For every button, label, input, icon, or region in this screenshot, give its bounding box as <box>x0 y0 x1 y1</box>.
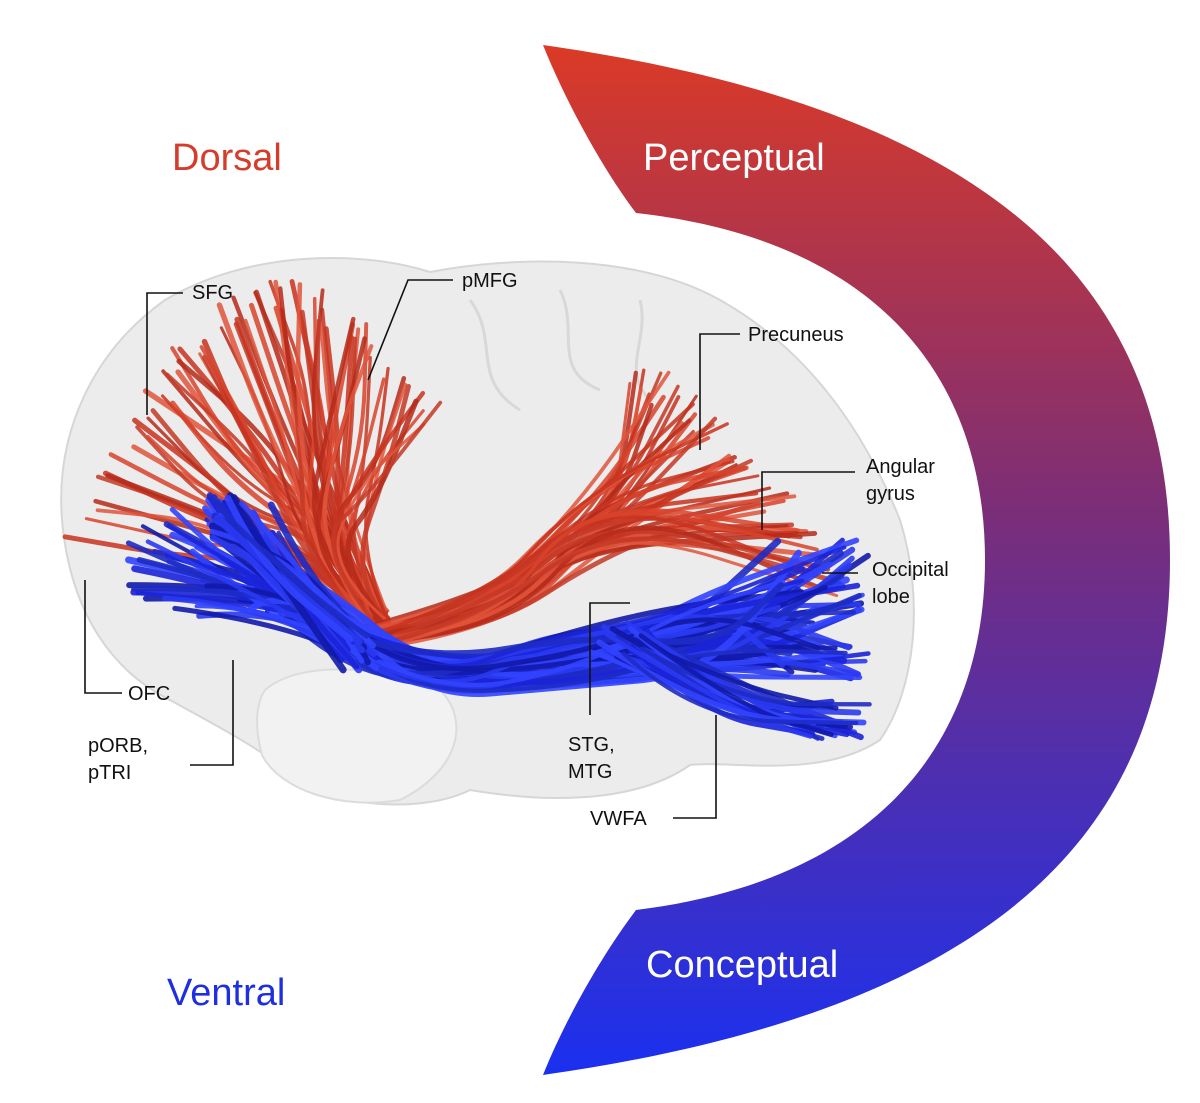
fiber-strand <box>230 519 370 639</box>
label-angular-line2: gyrus <box>866 483 915 505</box>
fiber-strand <box>364 366 390 624</box>
fiber-strand <box>194 579 786 688</box>
label-ofc: OFC <box>128 683 170 705</box>
fiber-strand <box>639 646 872 707</box>
gradient-arc <box>543 45 1170 1075</box>
fiber-strand <box>615 629 839 711</box>
fiber-strand <box>367 529 831 647</box>
label-stg-line2: MTG <box>568 761 612 783</box>
leader-lines <box>84 279 858 819</box>
label-stg-line1: STG, <box>568 734 615 756</box>
fiber-strand <box>364 536 835 650</box>
fiber-strand <box>621 651 859 726</box>
label-vwfa: VWFA <box>590 808 647 830</box>
fiber-strand <box>224 494 354 643</box>
fiber-strand <box>604 632 813 739</box>
fiber-strand <box>341 377 390 627</box>
ventral-label: Ventral <box>167 972 285 1014</box>
label-porb-line1: pORB, <box>88 735 148 757</box>
fiber-strand <box>625 620 820 741</box>
label-precuneus: Precuneus <box>748 324 844 346</box>
label-occipital-line1: Occipital <box>872 559 949 581</box>
ventral-fiber-bundle <box>125 492 872 741</box>
conceptual-label: Conceptual <box>646 944 838 986</box>
dorsal-label: Dorsal <box>172 137 282 179</box>
label-sfg: SFG <box>192 282 233 304</box>
fiber-strand <box>279 307 378 631</box>
fiber-strand <box>331 400 443 626</box>
fiber-strand <box>367 525 822 644</box>
label-porb-line2: pTRI <box>88 762 131 784</box>
fiber-strand <box>352 514 817 643</box>
label-angular-line1: Angular <box>866 456 935 478</box>
perceptual-label: Perceptual <box>643 137 825 179</box>
label-pmfg: pMFG <box>462 270 518 292</box>
label-occipital-line2: lobe <box>872 586 910 608</box>
fiber-strand <box>336 422 426 625</box>
